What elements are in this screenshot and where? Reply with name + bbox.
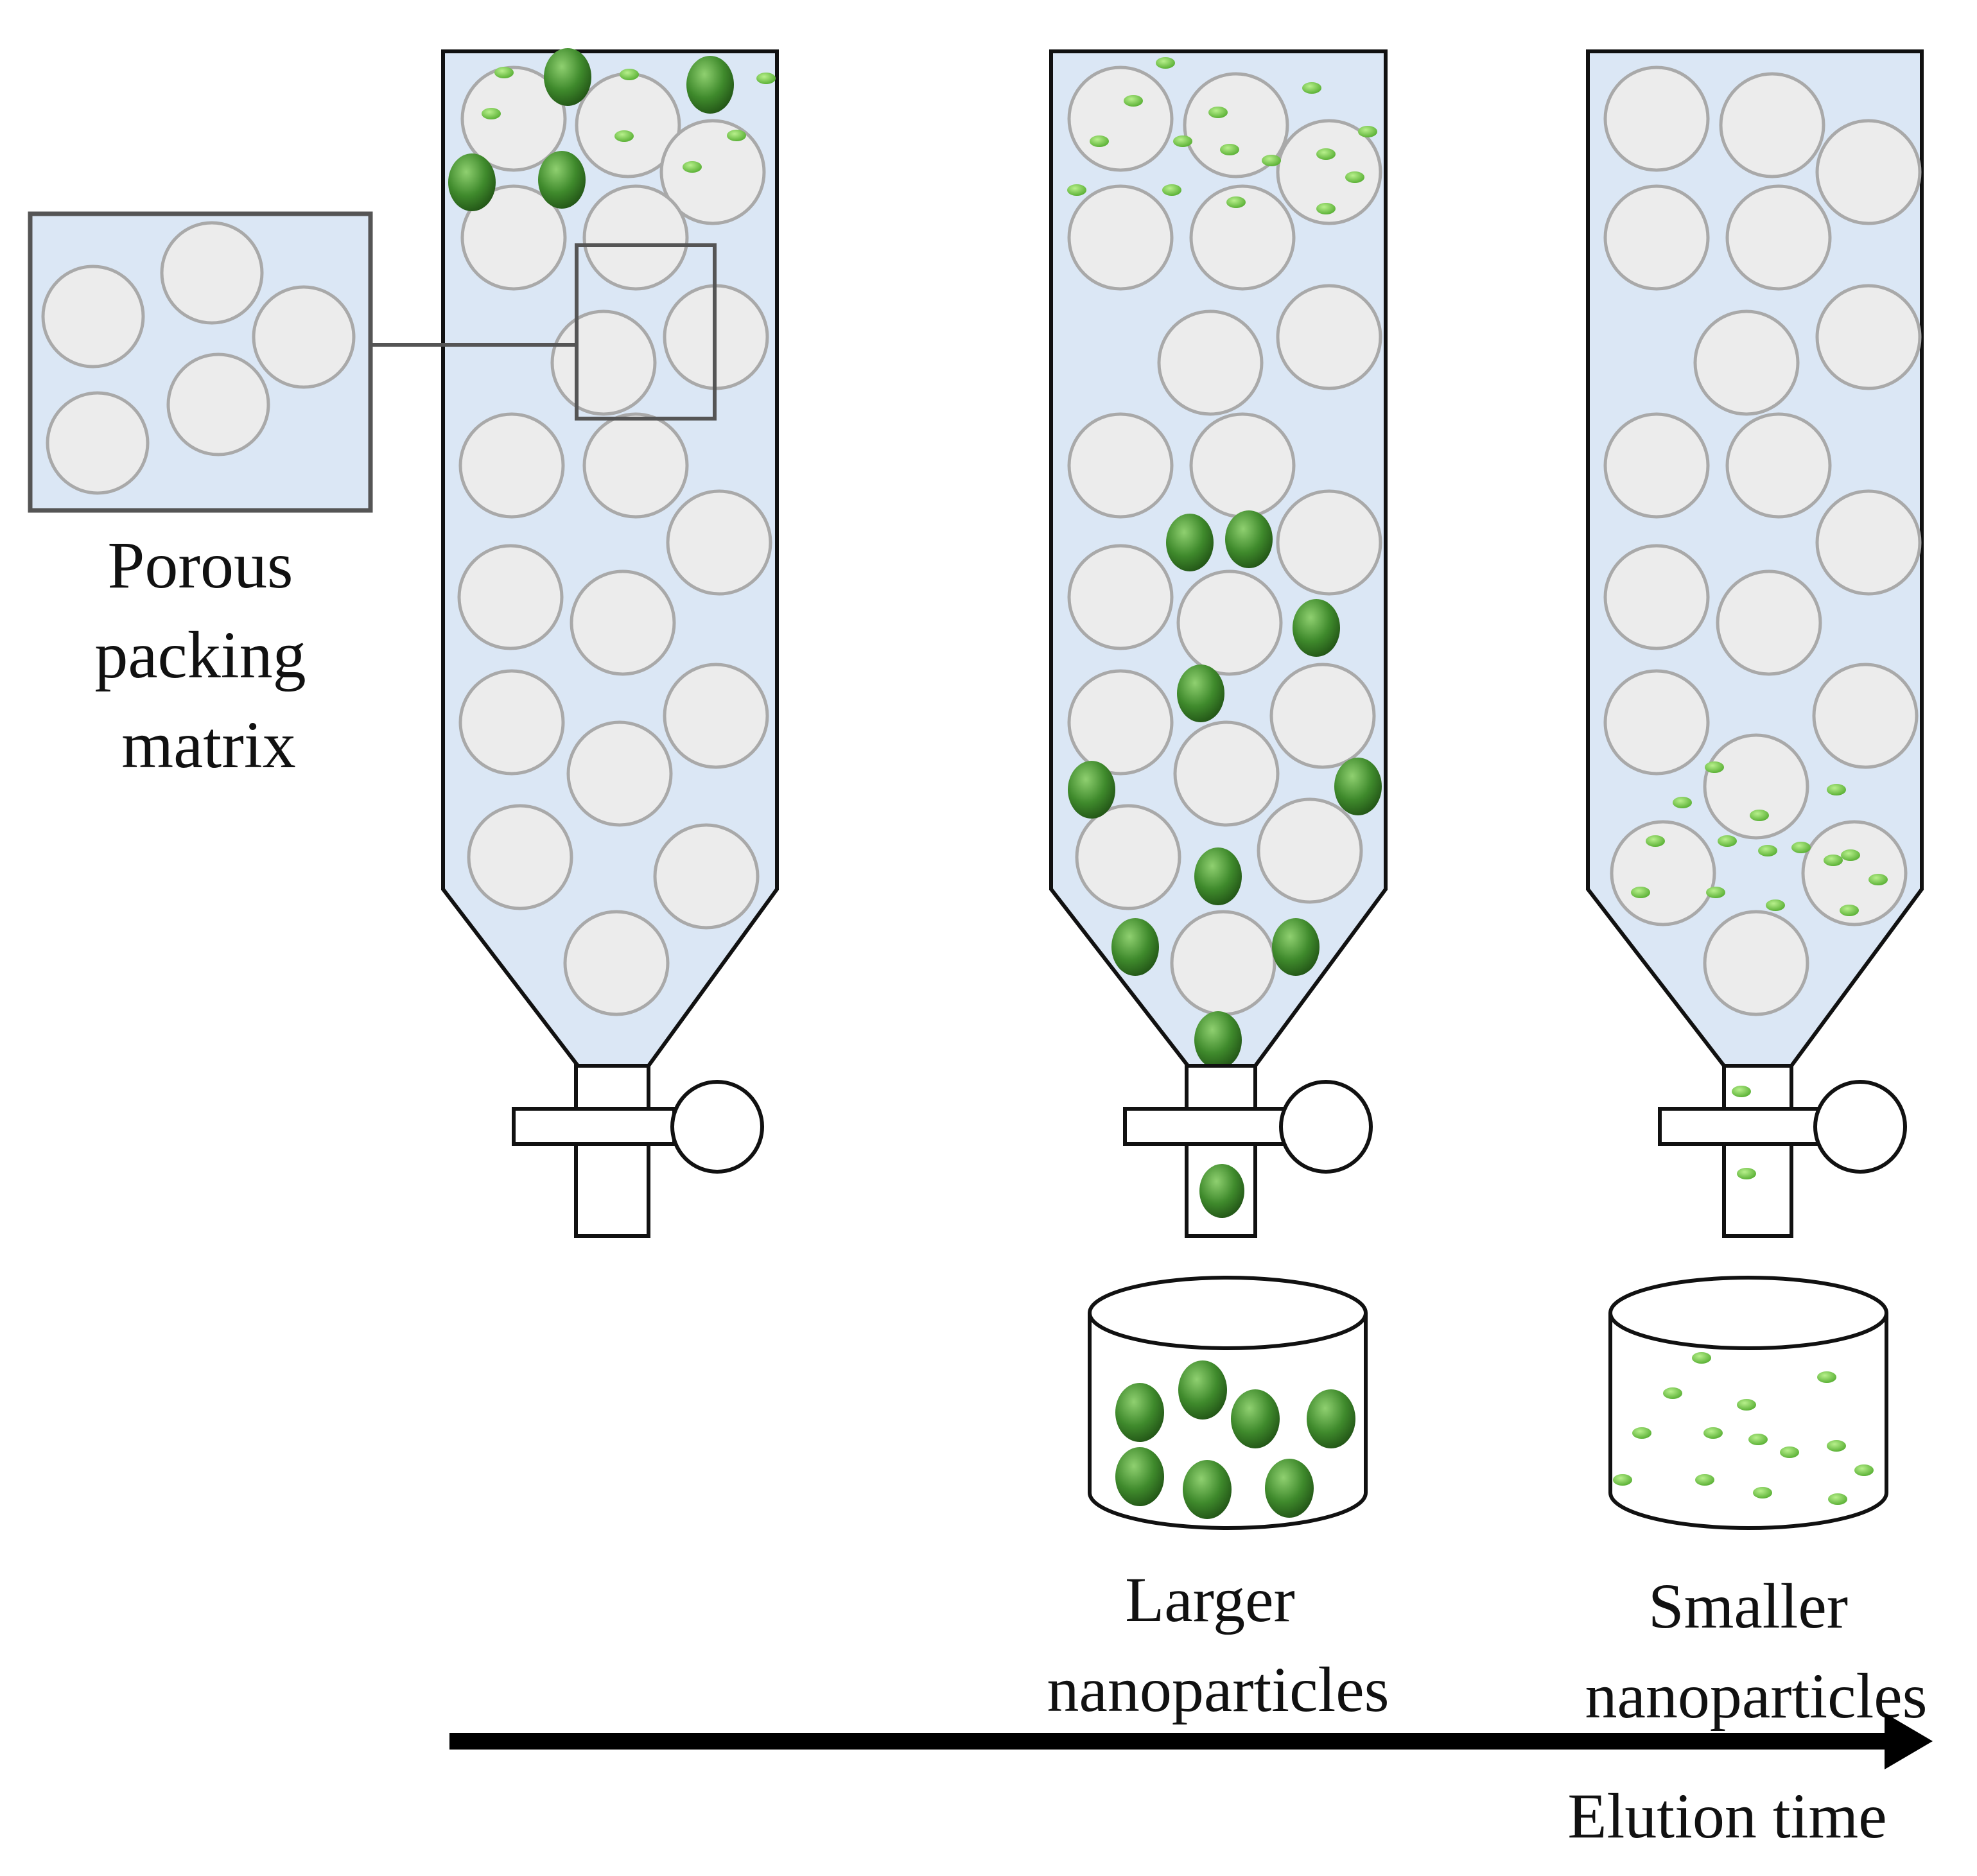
elution-time-axis: Elution time	[449, 1713, 1933, 1852]
packing-matrix-inset: Porous packing matrix	[28, 211, 577, 782]
beaker-smaller	[1608, 1276, 1888, 1530]
beaker-rim	[1608, 1276, 1888, 1350]
beaker-body	[1608, 1313, 1888, 1530]
larger-label-line: Larger	[1125, 1564, 1295, 1635]
packing-beads	[1603, 65, 1922, 1016]
stopcock-valve	[1123, 1064, 1373, 1238]
stopcock-valve	[1658, 1064, 1907, 1238]
beaker-rim	[1088, 1276, 1368, 1350]
larger-nanoparticles-label: Larger nanoparticles	[1047, 1564, 1389, 1725]
column-large-elution	[1049, 49, 1388, 1238]
larger-label-line: nanoparticles	[1047, 1654, 1389, 1725]
eluting-large-particle	[1199, 1164, 1244, 1218]
inset-label-line: Porous	[108, 528, 293, 602]
smaller-label-line: Smaller	[1648, 1570, 1848, 1642]
small-nanoparticles	[1067, 57, 1377, 214]
zoom-box	[575, 243, 717, 421]
column-small-elution	[1586, 49, 1924, 1238]
large-nanoparticles	[448, 48, 734, 211]
column-start	[441, 48, 779, 1238]
collected-large-nanoparticles	[1115, 1360, 1355, 1519]
smaller-label-line: nanoparticles	[1585, 1660, 1927, 1732]
smaller-nanoparticles-label: Smaller nanoparticles	[1585, 1570, 1927, 1732]
inset-label: Porous packing matrix	[94, 528, 322, 782]
small-nanoparticles	[1631, 761, 1888, 916]
beaker-larger	[1088, 1276, 1368, 1530]
packing-beads	[457, 65, 772, 1016]
collected-small-nanoparticles	[1613, 1352, 1874, 1505]
inset-label-line: matrix	[121, 708, 295, 782]
packing-beads	[1067, 65, 1382, 1016]
inset-label-line: packing	[94, 618, 306, 692]
inset-beads	[41, 221, 356, 495]
large-nanoparticles	[1068, 510, 1382, 1069]
axis-label: Elution time	[1567, 1780, 1886, 1852]
eluting-small-particles	[1732, 1086, 1756, 1179]
small-nanoparticles	[482, 67, 776, 173]
stopcock-valve	[512, 1064, 764, 1238]
axis-arrow-head	[1885, 1713, 1933, 1769]
